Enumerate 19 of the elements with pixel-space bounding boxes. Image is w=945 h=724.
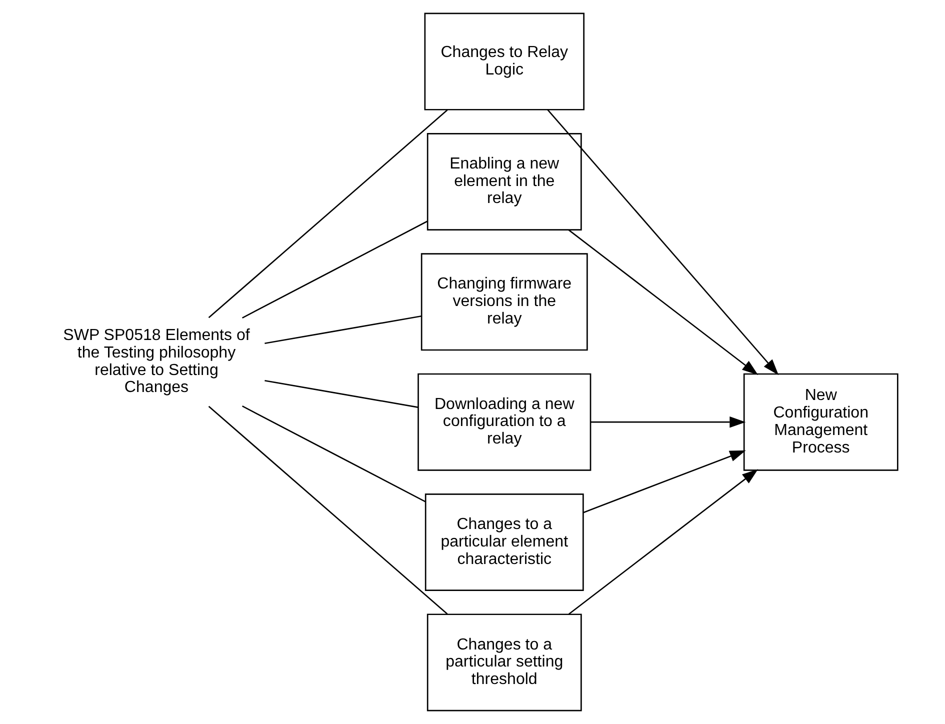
arrow — [582, 450, 746, 514]
arrow — [568, 469, 758, 615]
node-box: Downloading a new configuration to a relay — [417, 373, 591, 471]
connector — [241, 406, 426, 502]
node-box: Enabling a new element in the relay — [426, 132, 582, 230]
connector — [264, 380, 418, 408]
node-box: Changes to a particular element characteristic — [424, 494, 584, 592]
node-box: Changes to a particular setting threshold — [426, 614, 582, 712]
connector — [208, 406, 448, 614]
node-box: Changes to Relay Logic — [424, 12, 584, 110]
arrow — [568, 230, 758, 376]
connector — [208, 110, 448, 318]
arrow — [590, 416, 746, 428]
connector — [264, 315, 421, 344]
node-box: Changing firmware versions in the relay — [420, 253, 588, 351]
node-text: SWP SP0518 Elements of the Testing philosophy relative to Setting Changes — [62, 326, 250, 396]
arrow — [546, 109, 778, 376]
node-box: New Configuration Management Process — [742, 373, 898, 471]
connector — [241, 220, 427, 318]
